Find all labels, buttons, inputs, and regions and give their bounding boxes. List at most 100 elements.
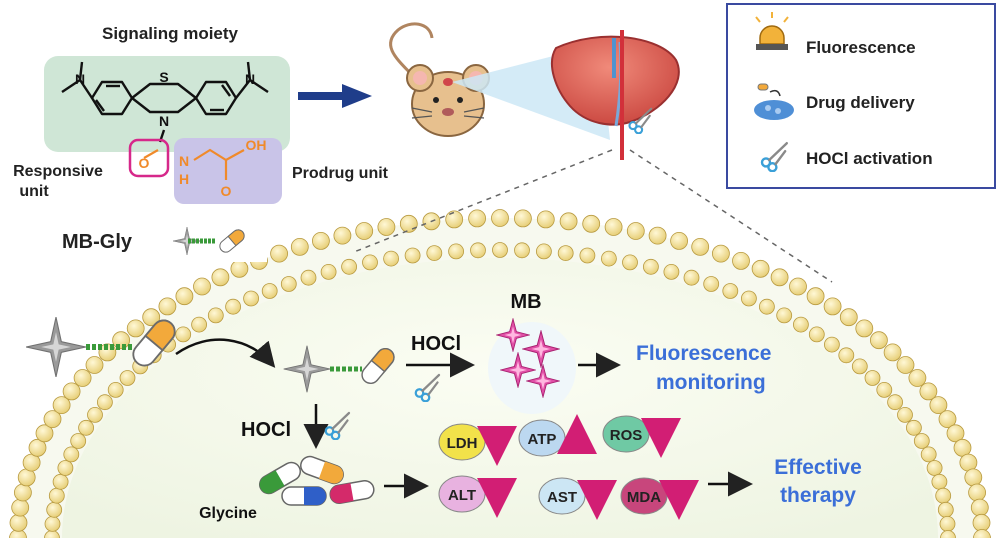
prodrug-label: Prodrug unit: [292, 165, 389, 182]
membrane-bead: [126, 319, 145, 338]
mb-glow: [488, 322, 576, 414]
carbonyl-bond: [143, 149, 159, 159]
membrane-bead: [107, 381, 124, 398]
glycine-label: Glycine: [199, 505, 257, 522]
membrane-bead: [355, 222, 374, 240]
probe-icon-small: [172, 226, 248, 256]
fluorescence-monitoring-line2: monitoring: [656, 371, 766, 394]
membrane-bead: [62, 382, 81, 401]
membrane-bead: [404, 247, 421, 264]
hocl-top-label: HOCl: [411, 333, 461, 355]
membrane-bead: [751, 259, 770, 278]
membrane-bead: [937, 501, 954, 518]
membrane-bead: [311, 231, 330, 250]
membrane-bead: [491, 209, 509, 227]
membrane-bead: [946, 424, 965, 443]
membrane-bead: [243, 290, 260, 307]
membrane-bead: [383, 250, 400, 267]
membrane-bead: [908, 369, 927, 387]
membrane-bead: [839, 308, 858, 327]
membrane-bead: [919, 382, 938, 401]
membrane-bead: [626, 222, 645, 240]
membrane-bead: [722, 283, 739, 299]
methylene-blue-structure: [61, 61, 269, 116]
membrane-bead: [70, 433, 87, 449]
acid-oh: OH: [246, 137, 267, 153]
membrane-bead: [883, 343, 902, 362]
membrane-bead: [17, 468, 36, 487]
marker-ast: AST: [538, 477, 617, 520]
membrane-bead: [663, 263, 680, 280]
membrane-bead: [582, 214, 601, 233]
membrane-bead: [290, 237, 309, 256]
membrane-bead: [896, 356, 915, 374]
membrane-bead: [377, 218, 396, 236]
n-label-right: N: [245, 71, 255, 87]
membrane-bead: [261, 283, 278, 299]
membrane-bead: [211, 268, 230, 287]
membrane-bead: [929, 396, 948, 415]
membrane-bead: [703, 276, 720, 292]
liver-icon: [551, 30, 680, 160]
membrane-bead: [938, 410, 957, 429]
hocl-left-label: HOCl: [241, 419, 291, 441]
membrane-bead: [959, 453, 978, 472]
membrane-bead: [333, 226, 352, 245]
effective-therapy-line2: therapy: [780, 484, 856, 507]
membrane-bead: [536, 243, 552, 260]
zoom-line-right: [629, 149, 833, 283]
membrane-bead: [759, 298, 775, 315]
membrane-bead: [341, 258, 358, 275]
drug-delivery-icon: [754, 83, 794, 120]
probe-outside: [25, 314, 181, 378]
marker-alt: ALT: [438, 475, 517, 518]
membrane-bead: [683, 269, 700, 286]
membrane-bead: [175, 326, 192, 343]
cell: [9, 209, 991, 538]
membrane-bead: [11, 498, 30, 517]
membrane-bead: [579, 247, 596, 264]
carbonyl-o: O: [139, 155, 150, 171]
marker-alt-label: ALT: [448, 487, 476, 504]
membrane-bead: [9, 513, 28, 532]
membrane-bead: [158, 297, 177, 316]
structure-panel: Signaling moiety N N S N O N H: [13, 24, 389, 204]
membrane-bead: [73, 369, 92, 387]
membrane-bead: [973, 529, 991, 538]
membrane-bead: [970, 498, 989, 517]
legend: Fluorescence Drug delivery HOCl activati…: [726, 3, 996, 189]
membrane-bead: [789, 277, 807, 296]
membrane-bead: [225, 298, 242, 315]
blue-arrow: [298, 84, 372, 108]
membrane-bead: [119, 370, 136, 386]
membrane-bead: [712, 244, 730, 263]
membrane-bead: [63, 446, 80, 463]
membrane-bead: [426, 245, 443, 262]
signaling-moiety-box: [44, 56, 290, 152]
membrane-bead: [931, 473, 948, 490]
membrane-bead: [897, 406, 913, 423]
membrane-bead: [57, 460, 74, 476]
membrane-bead: [732, 251, 750, 270]
marker-ldh-label: LDH: [447, 435, 478, 452]
marker-atp-label: ATP: [528, 431, 557, 448]
membrane-bead: [920, 446, 937, 463]
membrane-bead: [940, 530, 956, 538]
membrane-bead: [87, 406, 103, 423]
membrane-bead: [97, 394, 113, 411]
membrane-bead: [320, 263, 337, 280]
membrane-bead: [514, 209, 532, 228]
membrane-bead: [793, 316, 809, 333]
membrane-bead: [935, 487, 952, 504]
membrane-bead: [864, 370, 881, 386]
membrane-bead: [972, 513, 991, 532]
membrane-bead: [855, 319, 874, 338]
n-label-bottom: N: [159, 113, 169, 129]
s-label: S: [159, 69, 168, 85]
fluorescence-icon: [755, 12, 789, 50]
membrane-bead: [968, 483, 986, 502]
membrane-bead: [448, 243, 465, 260]
membrane-inner-beads: [44, 242, 956, 538]
